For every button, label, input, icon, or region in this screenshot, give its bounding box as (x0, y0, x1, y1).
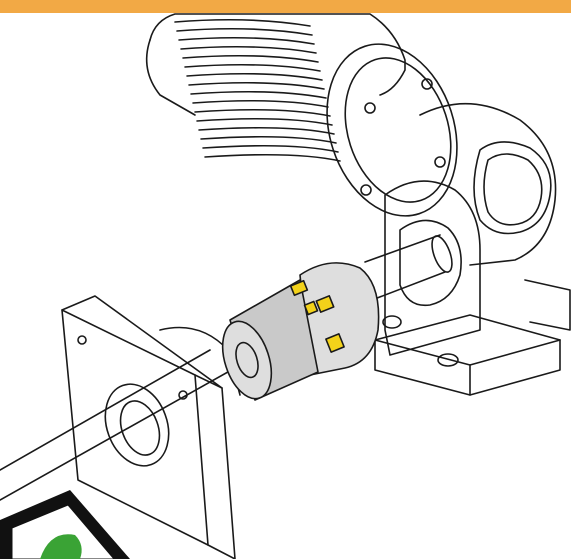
shaft-right-upper (364, 234, 441, 263)
pedestal-foot (524, 279, 571, 331)
shaft-end (431, 235, 453, 273)
plate-side (194, 374, 236, 559)
cooling-fin (196, 117, 333, 126)
bearing-block (384, 180, 481, 356)
plate-bore (104, 383, 170, 467)
jaw-coupling (221, 262, 380, 401)
plate-bolt-hole (77, 335, 87, 345)
base-bolt-hole (437, 353, 459, 367)
cooling-fin (190, 90, 327, 99)
cooling-fin (202, 144, 339, 153)
coupling-hub-right (299, 262, 380, 376)
gearbox-pedestal (374, 102, 571, 396)
plate-bolt-hole (178, 390, 188, 400)
flange-bolt (434, 156, 446, 168)
flange-bolt (360, 184, 372, 196)
sign-face (11, 504, 115, 559)
motor-end-flange-inner (344, 57, 452, 203)
cooling-fin (194, 108, 331, 117)
motor-body-left-edge (145, 39, 196, 116)
plate-bore-inner (119, 400, 161, 456)
flange-bolt (364, 102, 376, 114)
cooling-fin (188, 81, 325, 90)
sign-symbol (40, 534, 82, 559)
coupling-hub-left-bore (235, 341, 259, 379)
cooling-fin (176, 27, 313, 36)
cooling-fin (198, 126, 335, 135)
motor-cooling-fins (174, 18, 341, 162)
plate-top (61, 295, 223, 389)
top-accent-bar (0, 0, 571, 13)
spider-tooth (325, 333, 345, 353)
bearing-hub (399, 219, 462, 307)
pedestal-base (374, 314, 561, 396)
cooling-fin (200, 135, 337, 144)
cooling-fin (184, 63, 321, 72)
cooling-fin (192, 99, 329, 108)
motor-end-flange (326, 43, 458, 217)
cooling-fin (174, 18, 311, 27)
cooling-fin (204, 153, 341, 162)
motor-body-outline (149, 13, 406, 96)
cooling-fin (178, 36, 315, 45)
pedestal-base-top (374, 339, 561, 366)
coupling-hub-left-face (221, 320, 273, 400)
base-bolt-hole (382, 315, 402, 329)
cooling-fin (186, 72, 323, 81)
cooling-fin (180, 45, 317, 54)
spider-tooth (289, 279, 309, 297)
spider-tooth (303, 300, 319, 316)
shaft-right-lower (371, 271, 446, 301)
electric-motor (145, 13, 458, 217)
gearbox-housing (419, 102, 557, 266)
safety-sign-icon (0, 490, 130, 559)
gearbox-cap-inner (483, 153, 543, 226)
gearbox-cap (473, 141, 552, 235)
cooling-fin (182, 54, 319, 63)
spider-tooth (315, 295, 335, 313)
flange-bolt (421, 78, 433, 90)
